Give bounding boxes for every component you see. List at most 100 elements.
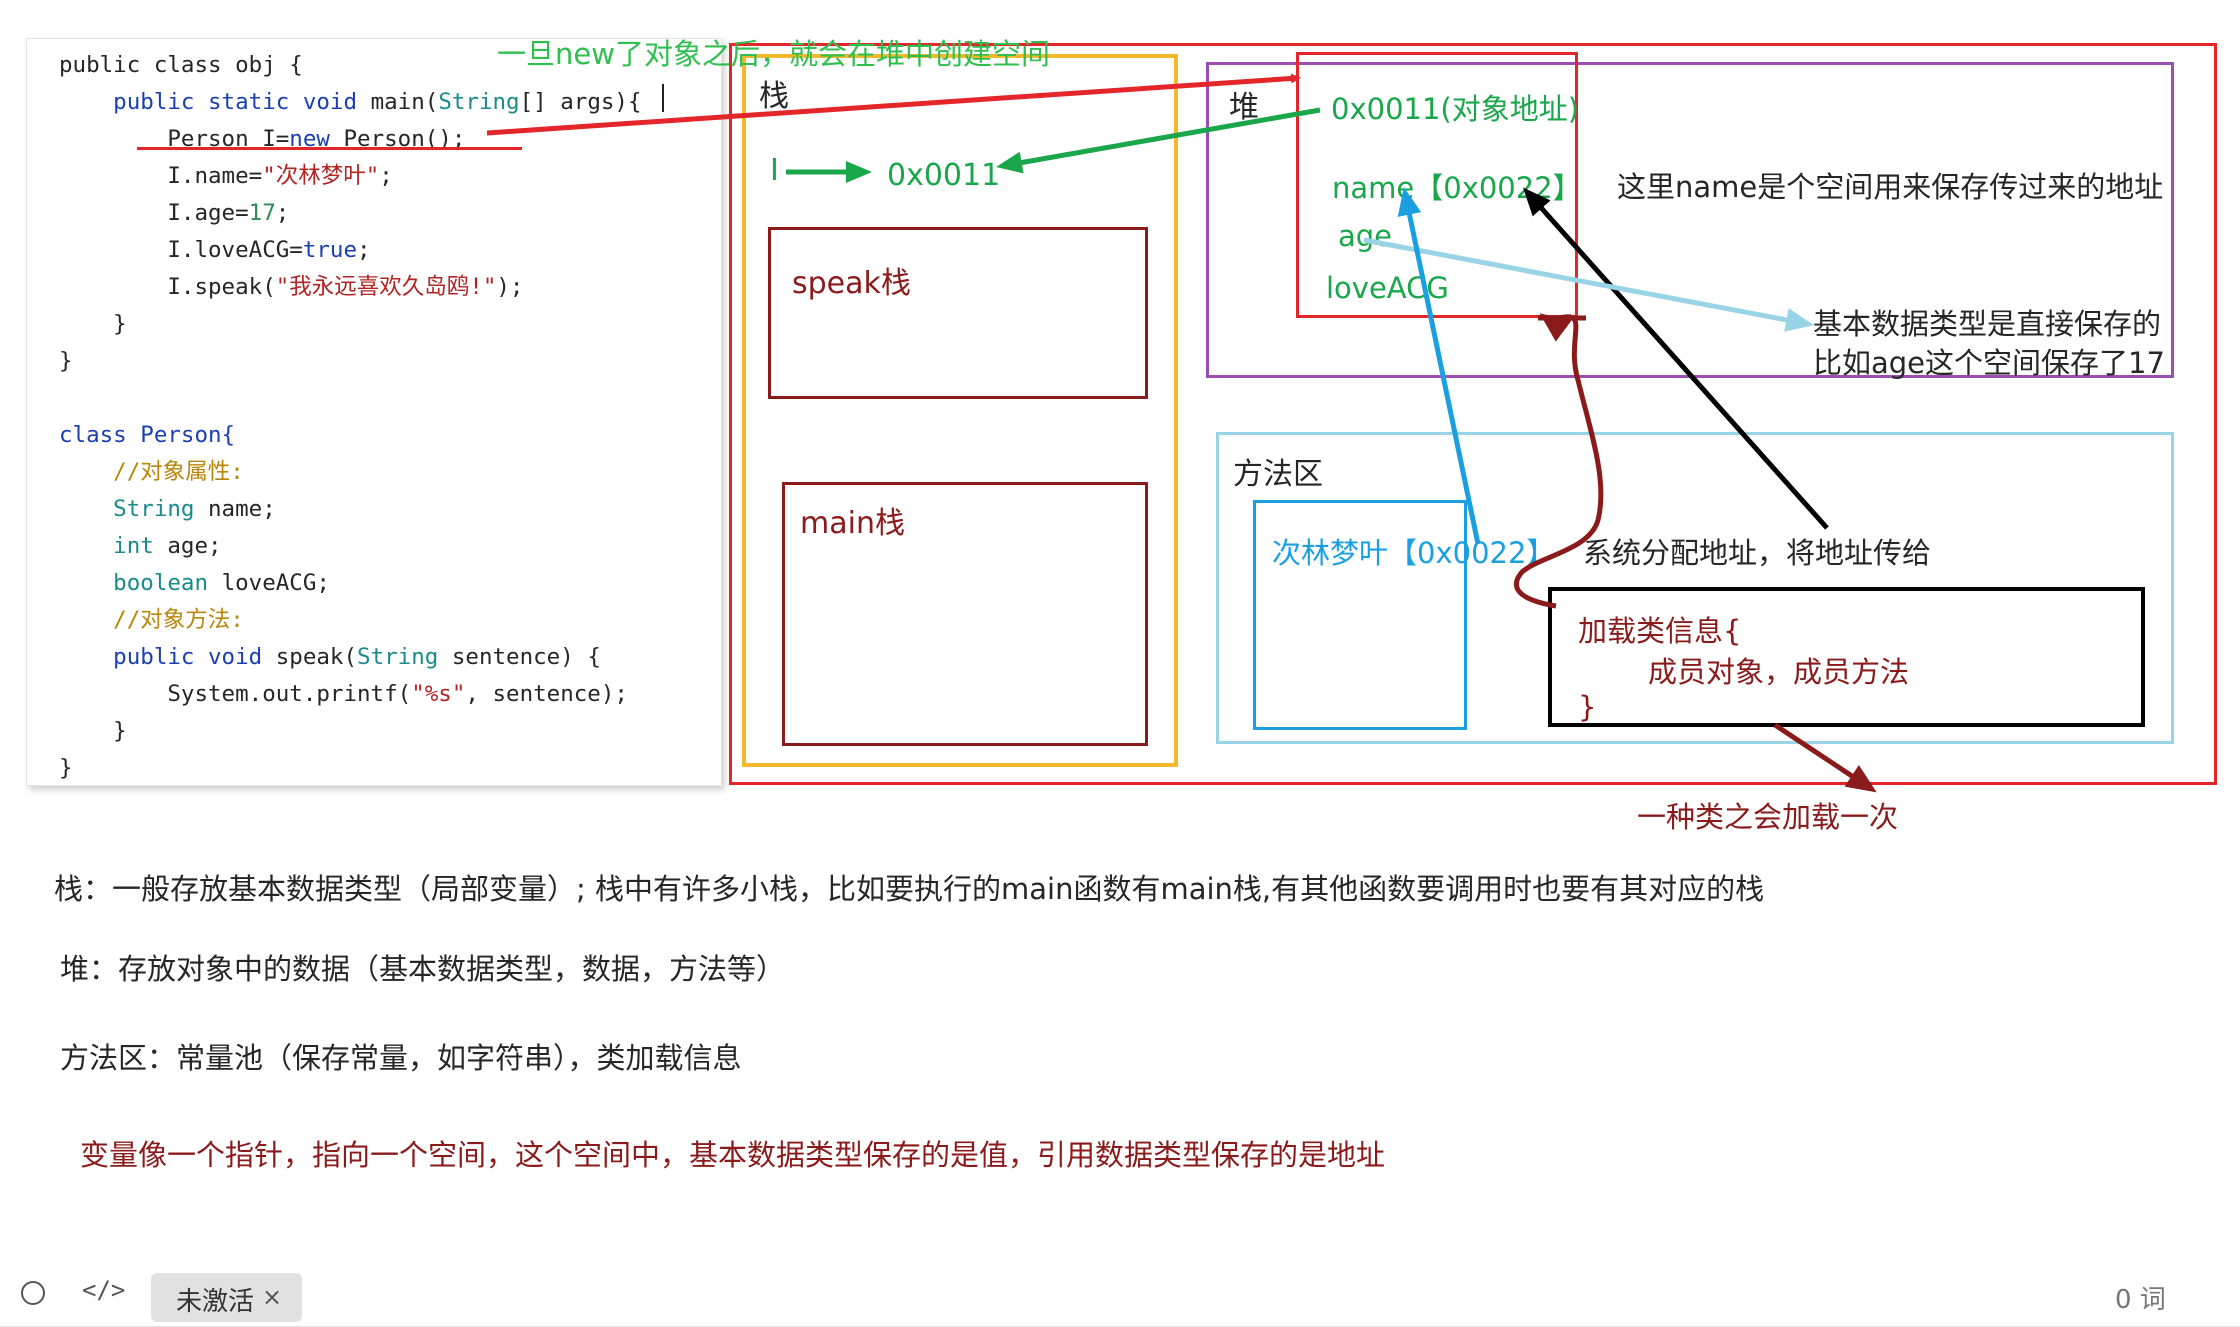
assign-note: 系统分配地址，将地址传给 bbox=[1583, 536, 1932, 570]
constant-value: 次林梦叶【0x0022】 bbox=[1272, 536, 1556, 570]
main-stack-label: main栈 bbox=[800, 506, 905, 541]
code-token: ; bbox=[379, 163, 393, 189]
code-token: void bbox=[302, 89, 371, 115]
tag-label: 未激活 bbox=[176, 1287, 255, 1317]
tag-chip[interactable]: 未激活 × bbox=[151, 1273, 302, 1322]
code-line: boolean loveACG; bbox=[59, 565, 330, 602]
outline-toggle-icon[interactable] bbox=[21, 1281, 45, 1305]
code-line: String name; bbox=[59, 491, 276, 528]
code-line: } bbox=[59, 306, 127, 343]
heap-explanation: 堆：存放对象中的数据（基本数据类型，数据，方法等） bbox=[60, 952, 786, 986]
code-token: boolean bbox=[59, 570, 222, 596]
field-age: age bbox=[1338, 219, 1393, 253]
code-token: static bbox=[208, 89, 303, 115]
code-line: //对象方法: bbox=[59, 602, 244, 639]
code-line: I.age=17; bbox=[59, 195, 289, 232]
speak-stack-label: speak栈 bbox=[792, 266, 911, 301]
main-stack-box bbox=[782, 482, 1148, 746]
code-token: class bbox=[153, 52, 236, 78]
top-note: 一旦new了对象之后，就会在堆中创建空间 bbox=[497, 37, 1050, 71]
word-count: 0 词 bbox=[2115, 1285, 2166, 1315]
code-token: "%s" bbox=[411, 681, 466, 707]
code-token: String bbox=[438, 89, 520, 115]
code-line: public static void main(String[] args){ bbox=[59, 84, 642, 121]
code-token: sentence) { bbox=[451, 644, 601, 670]
stack-value: 0x0011 bbox=[887, 158, 1001, 193]
code-token: I.name= bbox=[59, 163, 263, 189]
basic-note-line1: 基本数据类型是直接保存的 bbox=[1813, 307, 2162, 341]
code-token: public bbox=[59, 89, 209, 115]
class-info-line2: 成员对象，成员方法 bbox=[1648, 655, 1910, 689]
stack-label: 栈 bbox=[759, 79, 789, 114]
code-line: I.speak("我永远喜欢久岛鸥!"); bbox=[59, 269, 523, 306]
code-line: //对象属性: bbox=[59, 454, 244, 491]
code-token: ; bbox=[357, 237, 371, 263]
code-line: } bbox=[59, 713, 127, 750]
class-info-line3: } bbox=[1578, 690, 1597, 724]
speak-stack-box bbox=[768, 227, 1148, 399]
code-token: , sentence); bbox=[465, 681, 628, 707]
code-token: I.speak( bbox=[59, 274, 276, 300]
code-line: I.name="次林梦叶"; bbox=[59, 158, 393, 195]
code-editor-panel[interactable]: public class obj { public static void ma… bbox=[26, 38, 722, 786]
code-token: ); bbox=[496, 274, 524, 300]
source-code-icon[interactable]: </> bbox=[82, 1276, 126, 1304]
code-token: public bbox=[59, 644, 209, 670]
field-loveacg: loveACG bbox=[1326, 271, 1449, 305]
code-line: class Person{ bbox=[59, 417, 235, 454]
code-line: } bbox=[59, 750, 73, 787]
code-token: 17 bbox=[248, 200, 276, 226]
code-token: String bbox=[59, 496, 209, 522]
code-token: obj { bbox=[235, 52, 303, 78]
summary-explanation: 变量像一个指针，指向一个空间，这个空间中，基本数据类型保存的是值，引用数据类型保… bbox=[80, 1138, 1386, 1172]
code-underline bbox=[137, 147, 522, 150]
code-token: int bbox=[59, 533, 168, 559]
heap-label: 堆 bbox=[1229, 90, 1259, 125]
code-line: public class obj { bbox=[59, 47, 303, 84]
constant-box bbox=[1253, 500, 1467, 730]
stack-explanation: 栈：一般存放基本数据类型（局部变量）; 栈中有许多小栈，比如要执行的main函数… bbox=[54, 872, 1765, 906]
code-token: System.out.printf( bbox=[59, 681, 412, 707]
text-cursor bbox=[662, 84, 664, 112]
code-token: String bbox=[357, 644, 452, 670]
basic-note-line2: 比如age这个空间保存了17 bbox=[1813, 346, 2165, 380]
code-line: Person I=new Person(); bbox=[59, 121, 465, 158]
code-token: true bbox=[302, 237, 358, 263]
code-token: "我永远喜欢久岛鸥!" bbox=[275, 274, 497, 300]
tag-close-icon[interactable]: × bbox=[262, 1283, 283, 1311]
code-token: class bbox=[59, 422, 141, 448]
code-token: ; bbox=[275, 200, 290, 226]
code-token: public bbox=[59, 52, 154, 78]
memory-outer-box bbox=[729, 43, 2217, 785]
code-token: void bbox=[208, 644, 276, 670]
stack-box bbox=[742, 54, 1178, 767]
code-token: } bbox=[59, 348, 73, 374]
class-info-line1: 加载类信息{ bbox=[1578, 614, 1742, 648]
field-name: name【0x0022】 bbox=[1332, 171, 1582, 205]
code-line: I.loveACG=true; bbox=[59, 232, 371, 269]
code-token: //对象方法: bbox=[59, 607, 244, 633]
object-address: 0x0011(对象地址) bbox=[1331, 92, 1580, 126]
code-line: System.out.printf("%s", sentence); bbox=[59, 676, 628, 713]
code-line: int age; bbox=[59, 528, 222, 565]
stack-variable: I bbox=[770, 153, 779, 188]
load-once-note: 一种类之会加载一次 bbox=[1637, 800, 1899, 834]
code-token: I.loveACG= bbox=[59, 237, 303, 263]
code-token: "次林梦叶" bbox=[262, 163, 380, 189]
code-token: I.age= bbox=[59, 200, 249, 226]
name-note: 这里name是个空间用来保存传过来的地址 bbox=[1617, 170, 2164, 204]
code-token: speak( bbox=[275, 644, 358, 670]
status-bar: </> 未激活 × 0 词 bbox=[0, 1262, 2240, 1327]
code-token: Person{ bbox=[140, 422, 236, 448]
code-token: //对象属性: bbox=[59, 459, 244, 485]
code-token: } bbox=[59, 755, 73, 781]
method-area-label: 方法区 bbox=[1233, 457, 1323, 492]
code-line: public void speak(String sentence) { bbox=[59, 639, 601, 676]
code-token: name; bbox=[208, 496, 276, 522]
code-token: [] args){ bbox=[519, 89, 642, 115]
code-token: age; bbox=[167, 533, 222, 559]
code-token: } bbox=[59, 718, 127, 744]
method-explanation: 方法区：常量池（保存常量，如字符串），类加载信息 bbox=[60, 1041, 742, 1075]
code-token: main( bbox=[370, 89, 439, 115]
code-token: } bbox=[59, 311, 127, 337]
